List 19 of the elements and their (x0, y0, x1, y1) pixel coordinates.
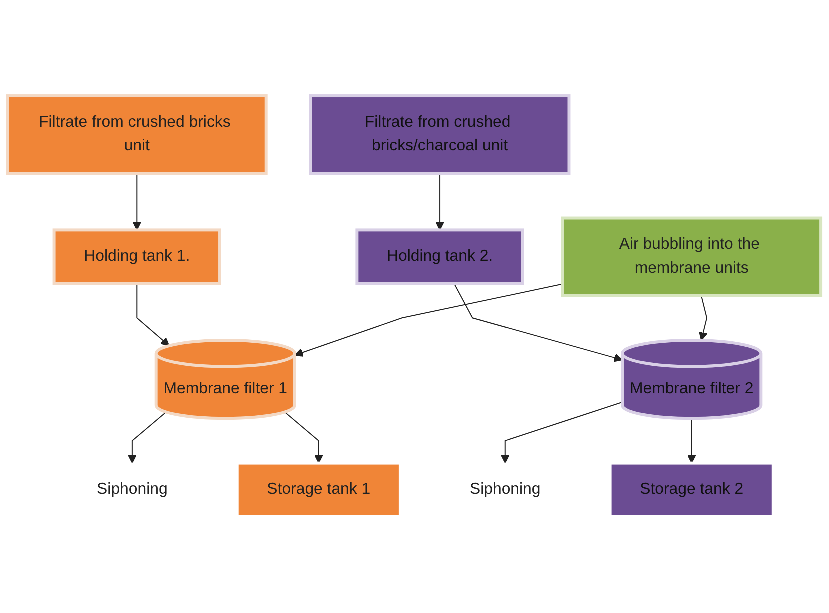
node-text: Siphoning (97, 481, 168, 498)
arrow (436, 173, 444, 231)
node-box: Holding tank 2. (356, 228, 524, 286)
arrow (454, 283, 623, 362)
node-box: Filtrate from crushed bricks/charcoal unit (309, 94, 571, 176)
node-box: Filtrate from crushed bricks unit (6, 94, 268, 176)
node-text: Siphoning (470, 481, 541, 498)
arrow (687, 418, 696, 464)
arrow (132, 173, 142, 231)
node-box: Storage tank 1 (236, 462, 402, 518)
arrow (136, 283, 170, 346)
arrow (294, 284, 564, 357)
node-box: Holding tank 1. (52, 228, 222, 286)
node-box: Storage tank 2 (608, 462, 775, 518)
arrow (699, 295, 708, 342)
arrow (128, 412, 167, 464)
node-box: Air bubbling into the membrane units (561, 216, 823, 298)
arrow (501, 402, 624, 464)
arrow (284, 412, 324, 464)
